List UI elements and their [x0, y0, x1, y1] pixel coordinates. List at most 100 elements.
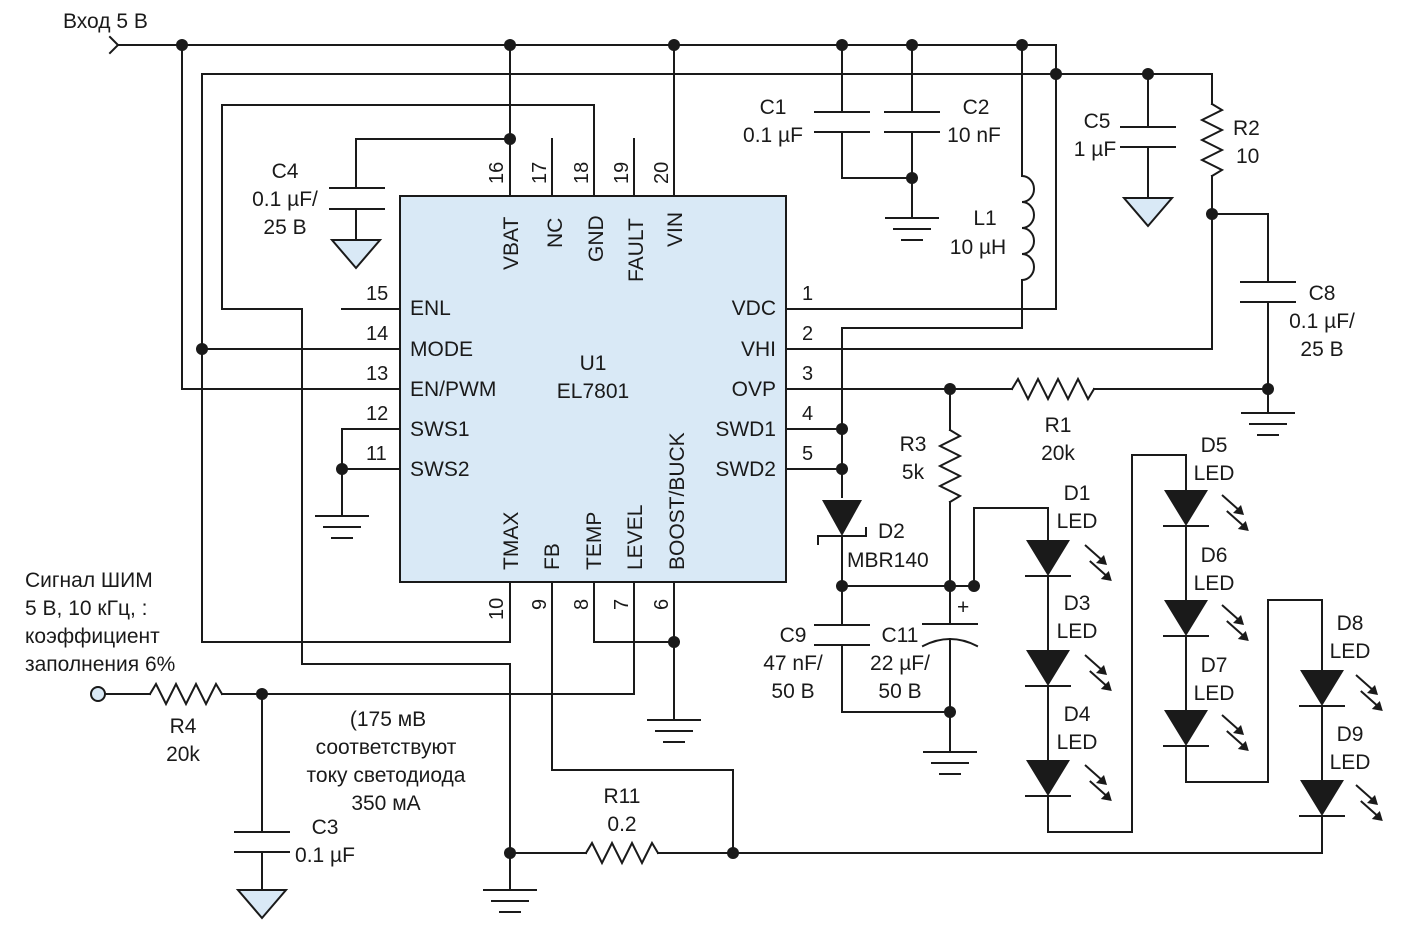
emission-arrow-head	[1367, 685, 1378, 695]
led-d5	[1164, 490, 1208, 526]
c8-value2: 25 В	[1300, 338, 1343, 361]
pin-num-8: 8	[571, 599, 593, 610]
c4-value2: 25 В	[263, 216, 306, 239]
r4-value: 20k	[166, 743, 200, 766]
ground-icon-r11	[483, 889, 537, 913]
r3-ref: R3	[900, 433, 927, 456]
r4-resistor	[148, 681, 224, 707]
led-d1	[1026, 540, 1070, 576]
pin-num-3: 3	[802, 363, 813, 385]
emission-arrow-head	[1233, 615, 1244, 625]
pin-num-17: 17	[529, 162, 551, 184]
pwm-input-terminal[interactable]	[90, 686, 106, 702]
emission-arrow-head	[1096, 665, 1107, 675]
emission-arrow-line	[1221, 494, 1241, 512]
pin-name-sws2: SWS2	[410, 458, 470, 481]
ground-icon-c11	[923, 751, 977, 775]
pin-num-6: 6	[651, 599, 673, 610]
d5-ref: D5	[1201, 434, 1228, 457]
c1-value: 0.1 µF	[743, 124, 803, 147]
emission-arrow-line	[1089, 670, 1109, 688]
ground-icon-c2	[885, 217, 939, 241]
c11-value1: 22 µF/	[870, 652, 930, 675]
r2-ref: R2	[1233, 117, 1260, 140]
pin-name-boost-buck: BOOST/BUCK	[666, 432, 689, 570]
c11-polarity: +	[957, 596, 969, 619]
emission-arrow-line	[1084, 764, 1104, 782]
pin-name-temp: TEMP	[583, 512, 606, 570]
d3-type: LED	[1057, 620, 1098, 643]
emission-arrow-head	[1371, 701, 1383, 711]
pin-num-20: 20	[651, 162, 673, 184]
c4-ref: C4	[272, 160, 299, 183]
emission-arrow-head	[1371, 811, 1383, 821]
emission-arrow-line	[1355, 784, 1375, 802]
d2-value: MBR140	[847, 549, 929, 572]
pin-name-gnd: GND	[585, 215, 608, 262]
pin-name-vhi: VHI	[741, 338, 776, 361]
pwm-line-3: коэффициент	[25, 625, 160, 648]
r1-resistor	[1010, 376, 1096, 402]
led-emission-arrows	[1084, 494, 1383, 821]
emission-arrow-head	[1100, 681, 1112, 691]
led-d4	[1026, 760, 1070, 796]
emission-arrow-head	[1237, 741, 1249, 751]
pin-name-vbat: VBAT	[500, 217, 523, 270]
l1-inductor	[1020, 174, 1035, 282]
pin-num-10: 10	[486, 598, 508, 620]
d4-type: LED	[1057, 731, 1098, 754]
ground-icon-c4	[329, 239, 383, 270]
pin-name-swd2: SWD2	[715, 458, 776, 481]
emission-arrow-head	[1100, 791, 1112, 801]
led-d7	[1164, 710, 1208, 746]
c11-ref: C11	[882, 624, 919, 647]
c5-value: 1 µF	[1074, 138, 1116, 161]
d7-ref: D7	[1201, 654, 1228, 677]
emission-arrow-line	[1084, 544, 1104, 562]
emission-arrow-line	[1221, 714, 1241, 732]
pin-name-vin: VIN	[664, 212, 687, 247]
pin-num-19: 19	[611, 162, 633, 184]
note-line-4: 350 мА	[351, 792, 420, 815]
d7-type: LED	[1194, 682, 1235, 705]
emission-arrow-line	[1089, 560, 1109, 578]
d9-ref: D9	[1337, 723, 1364, 746]
d6-ref: D6	[1201, 544, 1228, 567]
led-d6	[1164, 600, 1208, 636]
r4-ref: R4	[170, 715, 197, 738]
d4-ref: D4	[1064, 703, 1091, 726]
c5-ref: C5	[1084, 110, 1111, 133]
emission-arrow-line	[1360, 800, 1380, 818]
pwm-line-1: Сигнал ШИМ	[25, 569, 153, 592]
d2-diode	[822, 500, 862, 536]
c3-value: 0.1 µF	[295, 844, 355, 867]
pin-name-en-pwm: EN/PWM	[410, 378, 496, 401]
c8-ref: C8	[1309, 282, 1336, 305]
d5-type: LED	[1194, 462, 1235, 485]
pin-name-level: LEVEL	[624, 505, 647, 570]
emission-arrow-head	[1100, 571, 1112, 581]
pin-num-14: 14	[366, 323, 388, 345]
ground-icon-sws	[315, 515, 369, 539]
pin-num-11: 11	[366, 443, 387, 465]
emission-arrow-head	[1237, 521, 1249, 531]
pin-name-vdc: VDC	[732, 297, 776, 320]
pin-num-15: 15	[366, 283, 388, 305]
r3-resistor	[937, 428, 963, 504]
d9-type: LED	[1330, 751, 1371, 774]
emission-arrow-line	[1221, 604, 1241, 622]
ground-icon-c5	[1121, 197, 1175, 228]
pin-num-2: 2	[802, 323, 813, 345]
input-arrow-icon	[108, 35, 120, 55]
pin-name-enl: ENL	[410, 297, 451, 320]
pin-num-16: 16	[486, 162, 508, 184]
ground-icon-c3	[235, 889, 289, 920]
emission-arrow-line	[1226, 730, 1246, 748]
pwm-line-4: заполнения 6%	[25, 653, 175, 676]
d1-type: LED	[1057, 510, 1098, 533]
r2-resistor	[1199, 102, 1225, 178]
c3-ref: C3	[312, 816, 339, 839]
pin-num-4: 4	[802, 403, 813, 425]
pin-num-9: 9	[529, 599, 551, 610]
pin-name-sws1: SWS1	[410, 418, 470, 441]
